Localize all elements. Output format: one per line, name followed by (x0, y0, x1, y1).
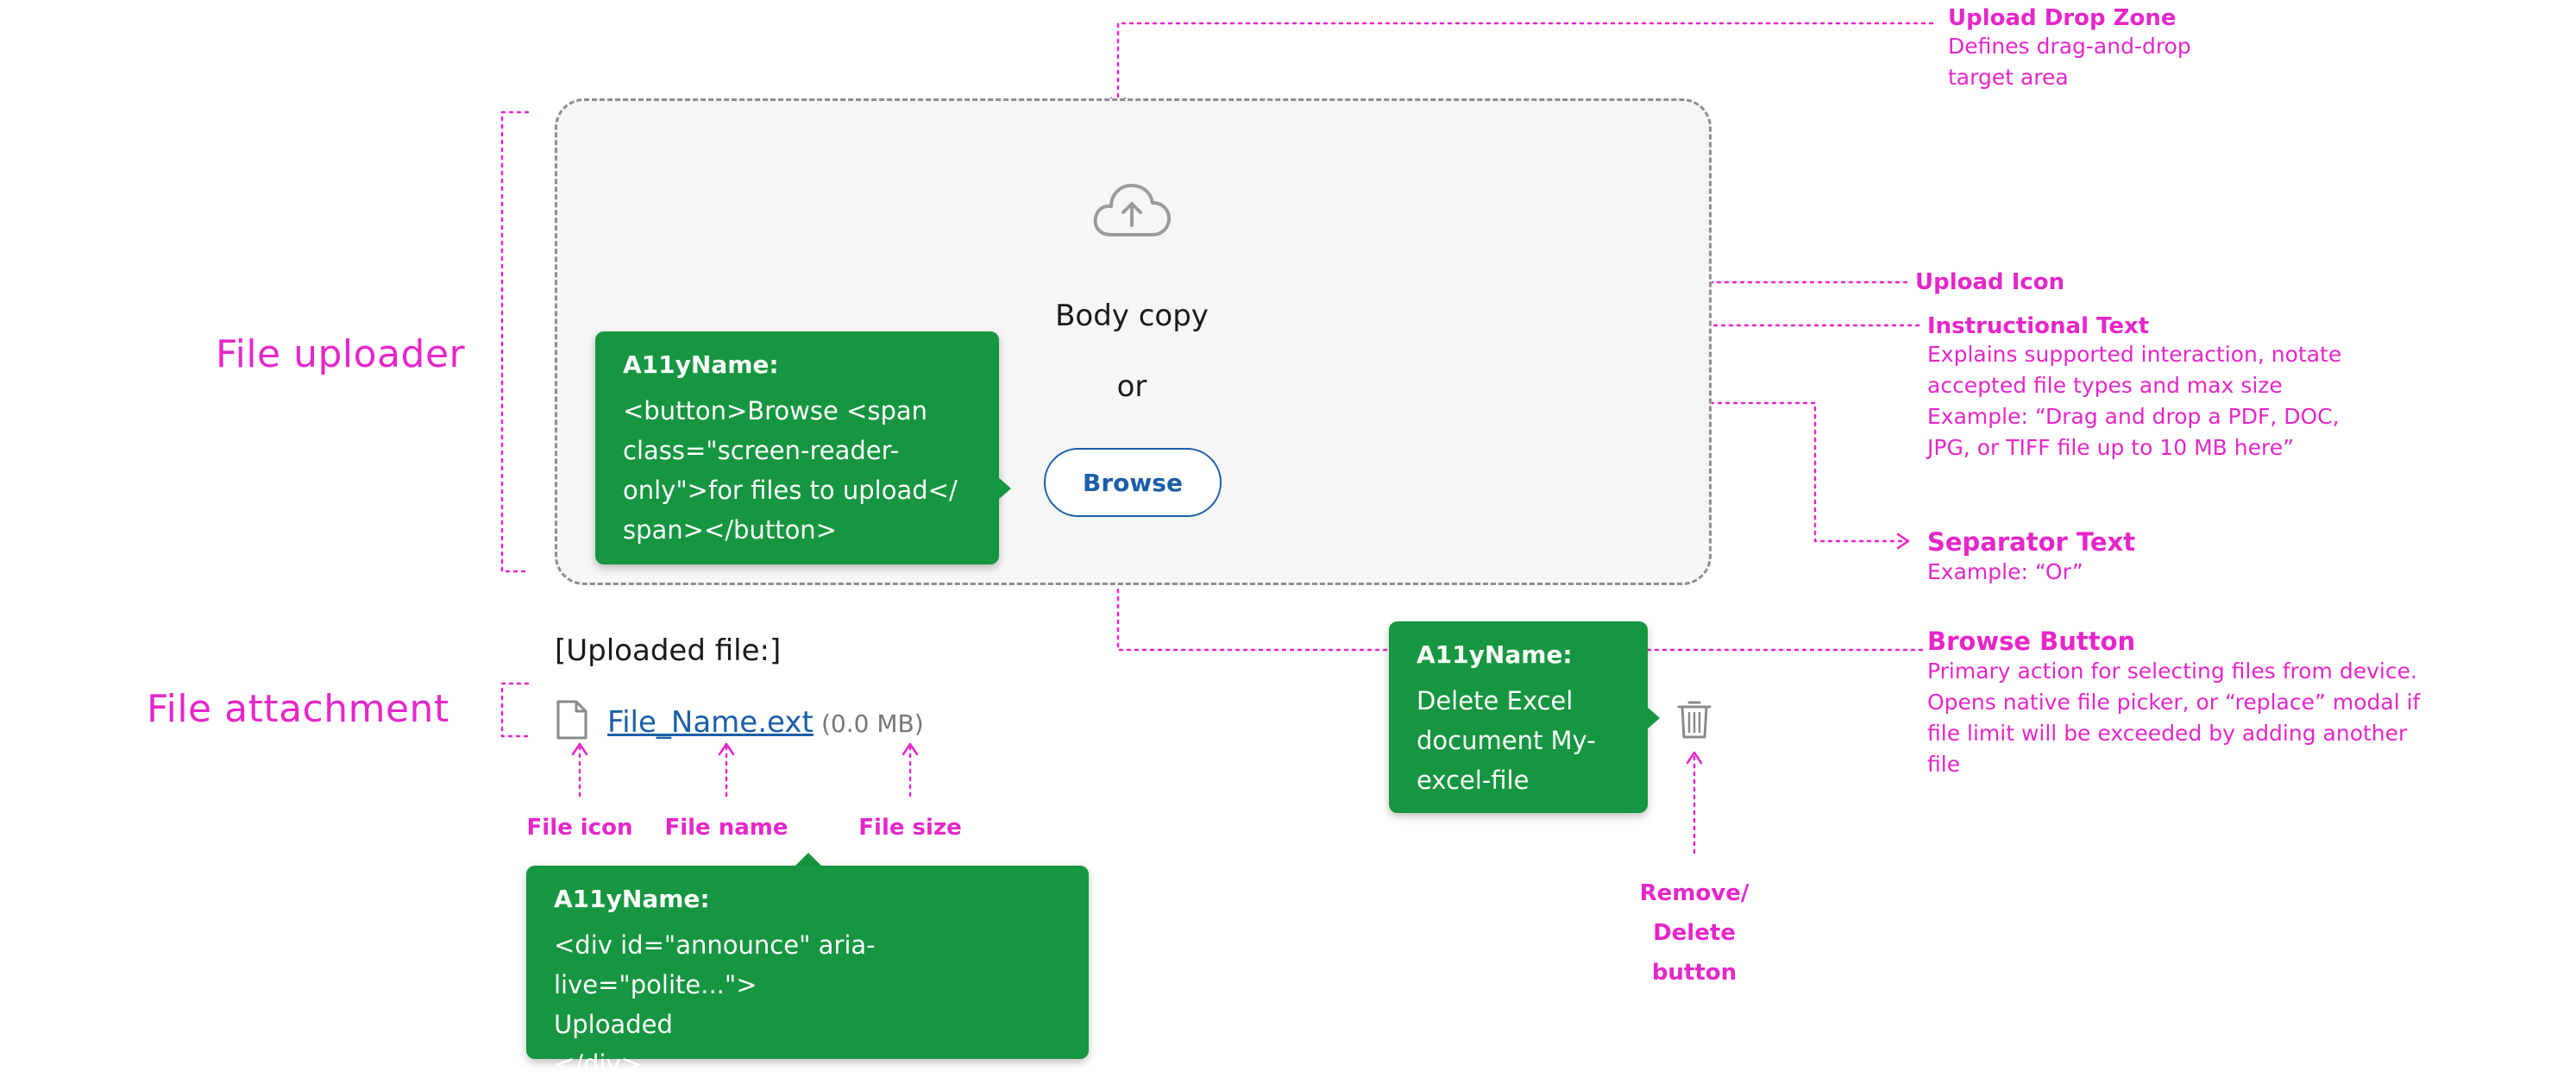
annotation-line: Explains supported interaction, notate (1927, 342, 2342, 367)
delete-file-button[interactable] (1677, 698, 1712, 740)
file-uploader-label: File uploader (216, 332, 466, 376)
annotation-line: accepted file types and max size (1927, 373, 2283, 398)
annotation-line: file limit will be exceeded by adding an… (1927, 721, 2408, 746)
tooltip-line: only">for files to upload</ (623, 476, 958, 505)
tooltip-line: class="screen-reader- (623, 436, 900, 465)
annotation-line: target area (1948, 65, 2069, 90)
tooltip-pointer (795, 851, 822, 870)
file-name-link[interactable]: File_Name.ext (607, 705, 814, 740)
tooltip-line: Uploaded (554, 1010, 673, 1039)
annotation-title: Upload Drop Zone (1948, 5, 2177, 31)
tooltip-line: span></button> (623, 515, 837, 545)
annotation-line: Primary action for selecting files from … (1927, 659, 2417, 684)
annotation-line: file (1927, 752, 1961, 777)
callout-line: Delete (1653, 920, 1736, 946)
file-size: (0.0 MB) (821, 709, 924, 738)
annotation-title: Upload Icon (1915, 269, 2065, 295)
file-icon (556, 699, 588, 741)
instructional-text: Body copy (1055, 299, 1209, 333)
annotation-browse-button: Browse Button Primary action for selecti… (1927, 627, 2420, 780)
callout-line: button (1651, 960, 1737, 986)
browse-a11y-tooltip: A11yName: <button>Browse <span class="sc… (595, 331, 999, 564)
tooltip-line: excel-file (1417, 766, 1530, 795)
file-attachment-label: File attachment (147, 687, 449, 731)
uploaded-file-heading: [Uploaded file:] (555, 633, 782, 668)
delete-a11y-tooltip: A11yName: Delete Excel document My- exce… (1389, 621, 1648, 813)
separator-text: or (1116, 369, 1147, 404)
tooltip-line: <button>Browse <span (623, 396, 928, 425)
annotation-upload-icon: Upload Icon (1915, 269, 2064, 295)
annotation-title: Instructional Text (1927, 313, 2150, 339)
callout-file-icon: File icon (526, 815, 633, 841)
callout-line: Remove/ (1639, 880, 1750, 906)
annotation-title: Separator Text (1927, 527, 2136, 557)
tooltip-title: A11yName: (623, 350, 779, 379)
annotation-line: Example: “Drag and drop a PDF, DOC, (1927, 404, 2340, 429)
tooltip-text: <div id="announce" aria-live="polite..."… (554, 925, 1061, 1084)
tooltip-text: <button>Browse <span class="screen-reade… (623, 391, 971, 550)
tooltip-pointer (1646, 706, 1662, 734)
tooltip-text: Delete Excel document My- excel-file (1417, 681, 1620, 800)
callout-remove-button: Remove/ Delete button (1625, 873, 1763, 993)
annotation-line: Example: “Or” (1927, 559, 2083, 584)
tooltip-line: document My- (1417, 726, 1596, 755)
tooltip-line: <div id="announce" aria-live="polite..."… (554, 930, 876, 999)
tooltip-title: A11yName: (554, 885, 710, 913)
tooltip-pointer (997, 476, 1013, 504)
cloud-upload-icon (1092, 180, 1172, 240)
browse-button[interactable]: Browse (1044, 448, 1222, 517)
annotation-line: Opens native file picker, or “replace” m… (1927, 690, 2421, 715)
annotation-line: Defines drag-and-drop (1948, 34, 2191, 59)
callout-file-size: File size (858, 815, 962, 841)
annotation-line: JPG, or TIFF file up to 10 MB here” (1927, 435, 2295, 460)
tooltip-title: A11yName: (1417, 640, 1573, 669)
trash-icon (1677, 701, 1712, 739)
annotation-title: Browse Button (1927, 627, 2136, 656)
announce-a11y-tooltip: A11yName: <div id="announce" aria-live="… (526, 866, 1089, 1079)
tooltip-line: </div> (554, 1049, 642, 1079)
callout-file-name: File name (664, 815, 789, 841)
annotation-drop-zone: Upload Drop Zone Defines drag-and-drop t… (1948, 5, 2191, 93)
annotation-instructional-text: Instructional Text Explains supported in… (1927, 313, 2341, 463)
annotation-separator-text: Separator Text Example: “Or” (1927, 527, 2135, 588)
tooltip-line: Delete Excel (1417, 686, 1574, 715)
